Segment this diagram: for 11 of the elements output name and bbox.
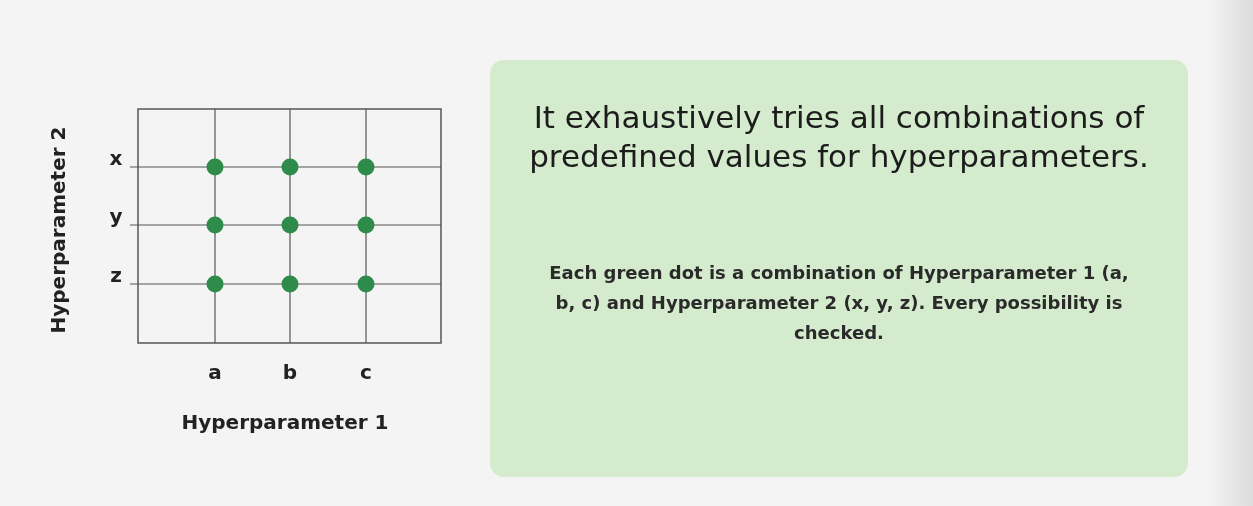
info-box <box>490 60 1188 477</box>
axis-title: Hyperparameter 1 <box>180 409 390 436</box>
tick-label: y <box>108 203 124 230</box>
tick-label: c <box>359 359 373 386</box>
description: Each green dot is a combination of Hyperparameter 1 (a, b, c) and Hyperparameter 2 (x, y, z). Every possibility is checked. <box>548 261 1130 345</box>
heading: It exhaustively tries all combinations of predefined values for hyperparameters. <box>529 98 1149 176</box>
tick-label: z <box>109 262 123 289</box>
tick-label: a <box>207 359 223 386</box>
axis-title: Hyperparameter 2 <box>45 125 71 336</box>
tick-label: b <box>281 359 299 386</box>
tick-label: x <box>108 145 124 172</box>
